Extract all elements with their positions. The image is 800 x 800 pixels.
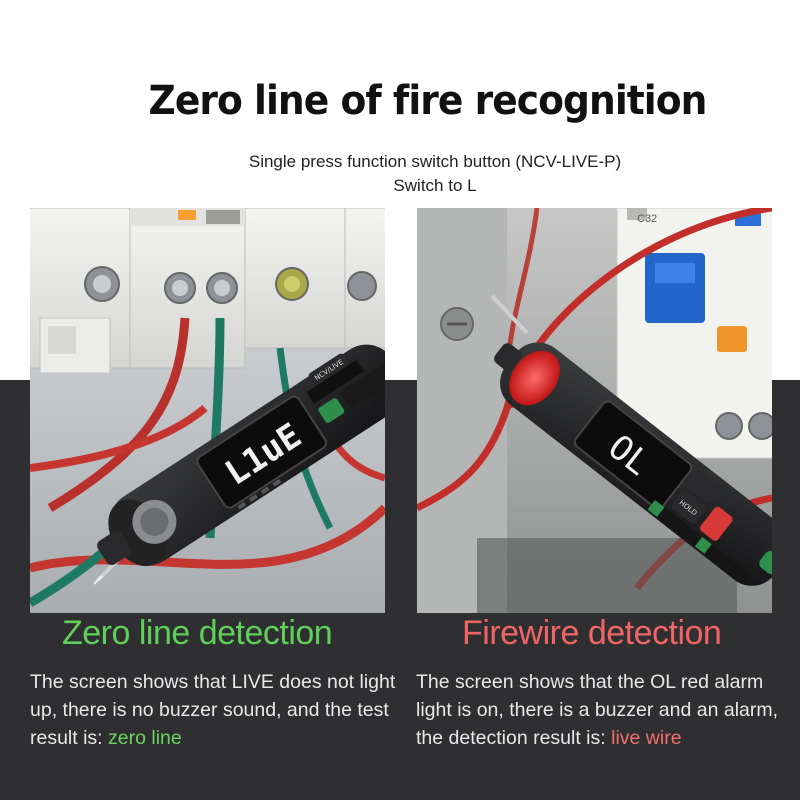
zero-line-description: The screen shows that LIVE does not ligh…	[30, 668, 400, 752]
zero-line-result: zero line	[108, 727, 182, 749]
firewire-description-text: The screen shows that the OL red alarm l…	[416, 671, 779, 749]
page-title: Zero line of fire recognition	[148, 78, 708, 124]
firewire-result: live wire	[611, 727, 682, 749]
firewire-photo: C32 OL HOLD	[417, 208, 772, 613]
firewire-description: The screen shows that the OL red alarm l…	[416, 668, 786, 752]
firewire-title: Firewire detection	[462, 614, 722, 652]
breaker-label: C32	[637, 213, 657, 225]
subtitle-line-2: Switch to L	[393, 176, 477, 195]
zero-line-description-text: The screen shows that LIVE does not ligh…	[30, 671, 396, 749]
zero-line-photo: L1uE NCV/LIVE	[30, 208, 385, 613]
zero-line-title: Zero line detection	[62, 614, 333, 652]
subtitle-line-1: Single press function switch button (NCV…	[248, 152, 622, 171]
